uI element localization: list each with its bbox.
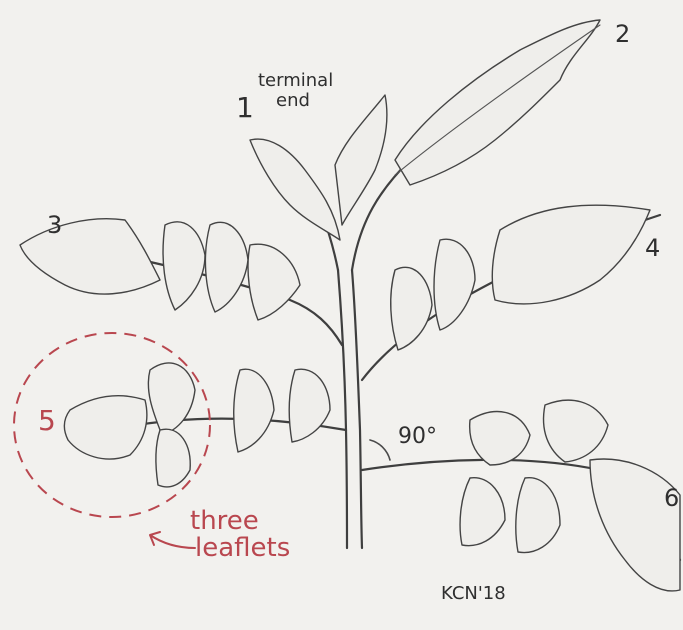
leaflet-5d	[289, 369, 330, 442]
leaflet-5b	[156, 429, 190, 487]
signature: KCN'18	[441, 585, 506, 603]
leaflet-1b	[335, 95, 387, 225]
label-4: 4	[645, 236, 660, 260]
label-1: 1	[236, 94, 254, 122]
leaflet-4	[492, 205, 650, 304]
leaflet-6	[590, 459, 680, 591]
leaflet-1	[250, 139, 340, 240]
main-rachis	[338, 270, 347, 548]
leaflet-5	[64, 396, 146, 459]
label-6: 6	[664, 486, 679, 510]
three-leaflets-arrow	[150, 532, 195, 548]
label-2: 2	[615, 22, 630, 46]
label-leaflets: leaflets	[195, 535, 290, 561]
label-angle: 90°	[398, 426, 437, 448]
label-terminal: terminal	[258, 72, 333, 90]
main-rachis-outline	[352, 270, 362, 548]
angle-arc	[370, 440, 390, 460]
label-5: 5	[38, 407, 56, 435]
label-3: 3	[47, 213, 62, 237]
leaflet-3	[20, 219, 160, 294]
leaflet-4a	[434, 239, 475, 330]
leaflet-3c	[248, 244, 300, 320]
leaflet-5a	[148, 363, 195, 435]
leaflet-4b	[391, 267, 432, 350]
leaflet-6a	[470, 412, 530, 465]
leaflet-6b	[544, 400, 608, 462]
leaflet-6d	[516, 478, 560, 553]
label-three: three	[190, 508, 259, 534]
leaflet-5c	[234, 369, 274, 452]
leaflet-2	[395, 20, 600, 185]
label-end: end	[276, 92, 310, 110]
leaflet-3b	[205, 222, 248, 312]
leaflet-6c	[460, 478, 505, 546]
leaflet-3a	[163, 222, 205, 310]
